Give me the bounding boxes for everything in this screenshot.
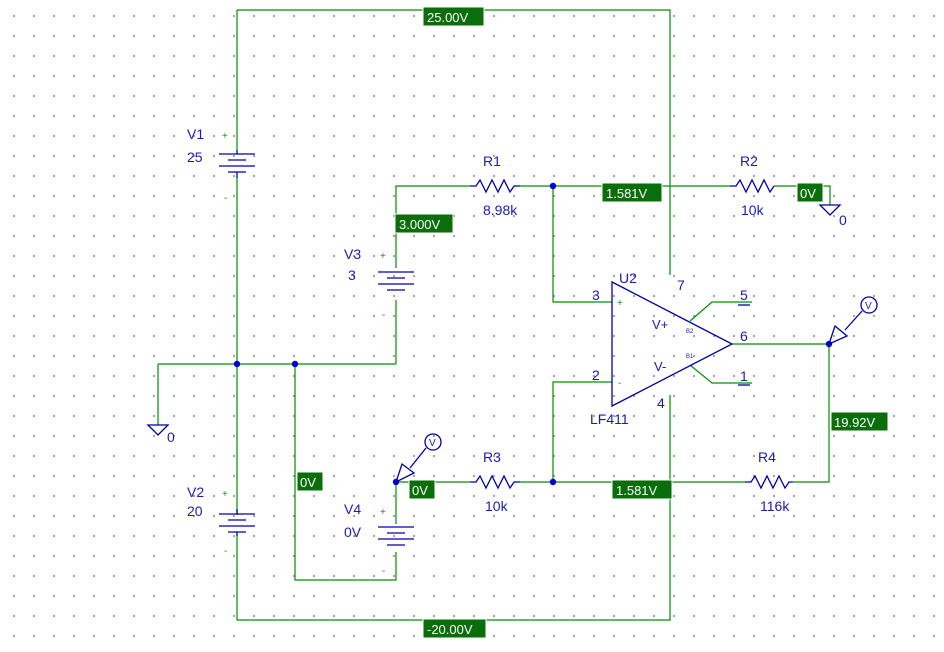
u2-pin-noninv: 3 [592,287,600,303]
ground-symbol [146,424,170,436]
voltage-tag-text: 0V [300,475,316,490]
battery-symbol [219,509,255,536]
voltage-tag-text: 25.00V [427,10,469,25]
voltage-probe-v4[interactable]: V [394,433,442,484]
v1-minus: - [224,193,227,204]
v4-minus: - [382,566,385,577]
r2-value: 10k [741,202,765,218]
ground-symbol [818,204,842,216]
probe-v4-label: V [429,438,436,449]
u2-label-b2: B2 [686,329,694,335]
u2-part: LF411 [590,411,629,427]
battery-symbol [378,271,414,291]
resistor-r4[interactable]: R4 116k [745,449,793,514]
ground-right: 0 [818,204,847,228]
voltage-tag-text: 19.92V [834,415,876,430]
voltage-tag-inv-node: 1.581V [611,479,673,500]
v2-value: 20 [187,503,203,519]
r3-value: 10k [485,498,509,514]
voltage-tag-text: 1.581V [606,186,648,201]
v4-value: 0V [344,524,362,540]
battery-v4[interactable]: V4 0V + - [344,501,414,577]
junction-dot [291,360,299,368]
voltage-tag-output: 19.92V [830,411,889,432]
voltage-tag-v3-node: 3.000V [394,213,454,234]
r2-ref: R2 [740,153,758,169]
resistor-symbol [745,474,793,490]
u2-pin-vneg: 4 [657,395,665,411]
resistor-r3[interactable]: R3 10k [470,449,520,514]
voltage-probe-output[interactable]: V [827,296,878,346]
voltage-tag-vpos-rail: 25.00V [422,6,485,27]
battery-v1[interactable]: V1 25 + - [187,126,255,204]
junction-dot [549,478,557,486]
opamp-u2[interactable]: U2 LF411 3 2 7 4 6 5 1 + - V+ V- B2 B1 [590,270,750,427]
r1-value: 8.98k [483,202,518,218]
v1-ref: V1 [187,126,204,142]
v4-ref: V4 [344,501,361,517]
voltage-tag-text: 3.000V [399,217,441,232]
battery-symbol [378,526,414,546]
probe-arrow-icon [827,324,849,346]
opamp-triangle [611,280,734,408]
battery-v3[interactable]: V3 3 + - [344,246,414,321]
v3-plus: + [380,251,386,262]
ground-right-label: 0 [839,212,847,228]
r3-ref: R3 [483,449,501,465]
ground-left-label: 0 [167,429,175,445]
v2-ref: V2 [187,484,204,500]
v2-minus: - [224,546,227,557]
u2-pin-out: 6 [740,328,748,344]
r4-ref: R4 [758,449,776,465]
voltage-tag-text: -20.00V [427,622,473,637]
voltage-tag-r2-end: 0V [796,182,824,203]
probe-output-label: V [865,301,872,312]
u2-label-vpos: V+ [652,317,668,332]
junction-dot [549,182,557,190]
probe-circle [424,433,442,451]
battery-v2[interactable]: V2 20 + - [187,484,255,557]
resistor-symbol [470,474,520,490]
probe-circle [860,296,878,314]
resistor-symbol [470,178,520,194]
voltage-tag-text: 1.581V [616,483,658,498]
u2-pin-vpos: 7 [677,277,685,293]
u2-label-b1: B1 [686,354,694,360]
v3-ref: V3 [344,246,361,262]
r4-value: 116k [760,498,790,514]
u2-in-plus: + [617,298,623,309]
probe-arrow-icon [394,462,416,484]
v4-plus: + [380,507,386,518]
u2-ref: U2 [619,270,637,286]
voltage-tag-noninv-node: 1.581V [601,182,663,203]
u2-pin-b2: 5 [740,287,748,303]
voltage-tag-vneg-rail: -20.00V [422,618,487,639]
voltage-tag-text: 0V [800,186,816,201]
battery-symbol [219,150,255,178]
u2-pin-b1: 1 [740,368,748,384]
junction-dot [233,360,241,368]
voltage-tag-v4-plus: 0V [408,479,436,500]
wires [157,9,831,621]
voltage-tag-v4-minus: 0V [296,471,324,492]
resistor-r2[interactable]: R2 10k [730,153,775,218]
ground-left: 0 [146,424,175,445]
r1-ref: R1 [483,153,501,169]
u2-in-minus: - [618,378,621,389]
voltage-tag-text: 0V [412,483,428,498]
v2-plus: + [222,489,228,500]
v3-minus: - [382,310,385,321]
v3-value: 3 [348,267,356,283]
v1-value: 25 [187,149,203,165]
u2-pin-inv: 2 [592,367,600,383]
v1-plus: + [222,131,228,142]
u2-label-vneg: V- [654,359,666,374]
resistor-symbol [730,178,775,194]
resistor-r1[interactable]: R1 8.98k [470,153,520,218]
